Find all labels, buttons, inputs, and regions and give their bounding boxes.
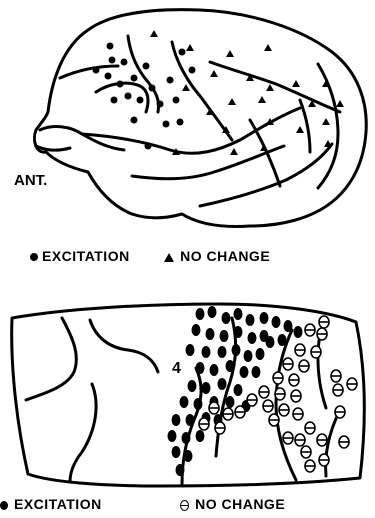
bottom-legend: EXCITATION NO CHANGE — [0, 496, 285, 512]
top-legend-excitation-label: EXCITATION — [42, 248, 130, 264]
brain-outline — [34, 10, 366, 227]
top-legend: EXCITATION NO CHANGE — [30, 248, 270, 264]
top-legend-no-change-label: NO CHANGE — [180, 248, 270, 264]
filled-dot-icon — [30, 253, 38, 261]
filled-triangle-icon — [164, 253, 174, 262]
area-4-label: 4 — [172, 360, 181, 378]
bottom-legend-excitation-label: EXCITATION — [14, 496, 102, 512]
theta-circle-icon — [180, 500, 189, 511]
filled-dot-icon — [0, 501, 8, 510]
brain-lateral-view — [34, 10, 366, 227]
bottom-legend-no-change-label: NO CHANGE — [195, 496, 285, 512]
anterior-label: ANT. — [14, 172, 47, 189]
top-excitation-markers — [93, 43, 196, 150]
